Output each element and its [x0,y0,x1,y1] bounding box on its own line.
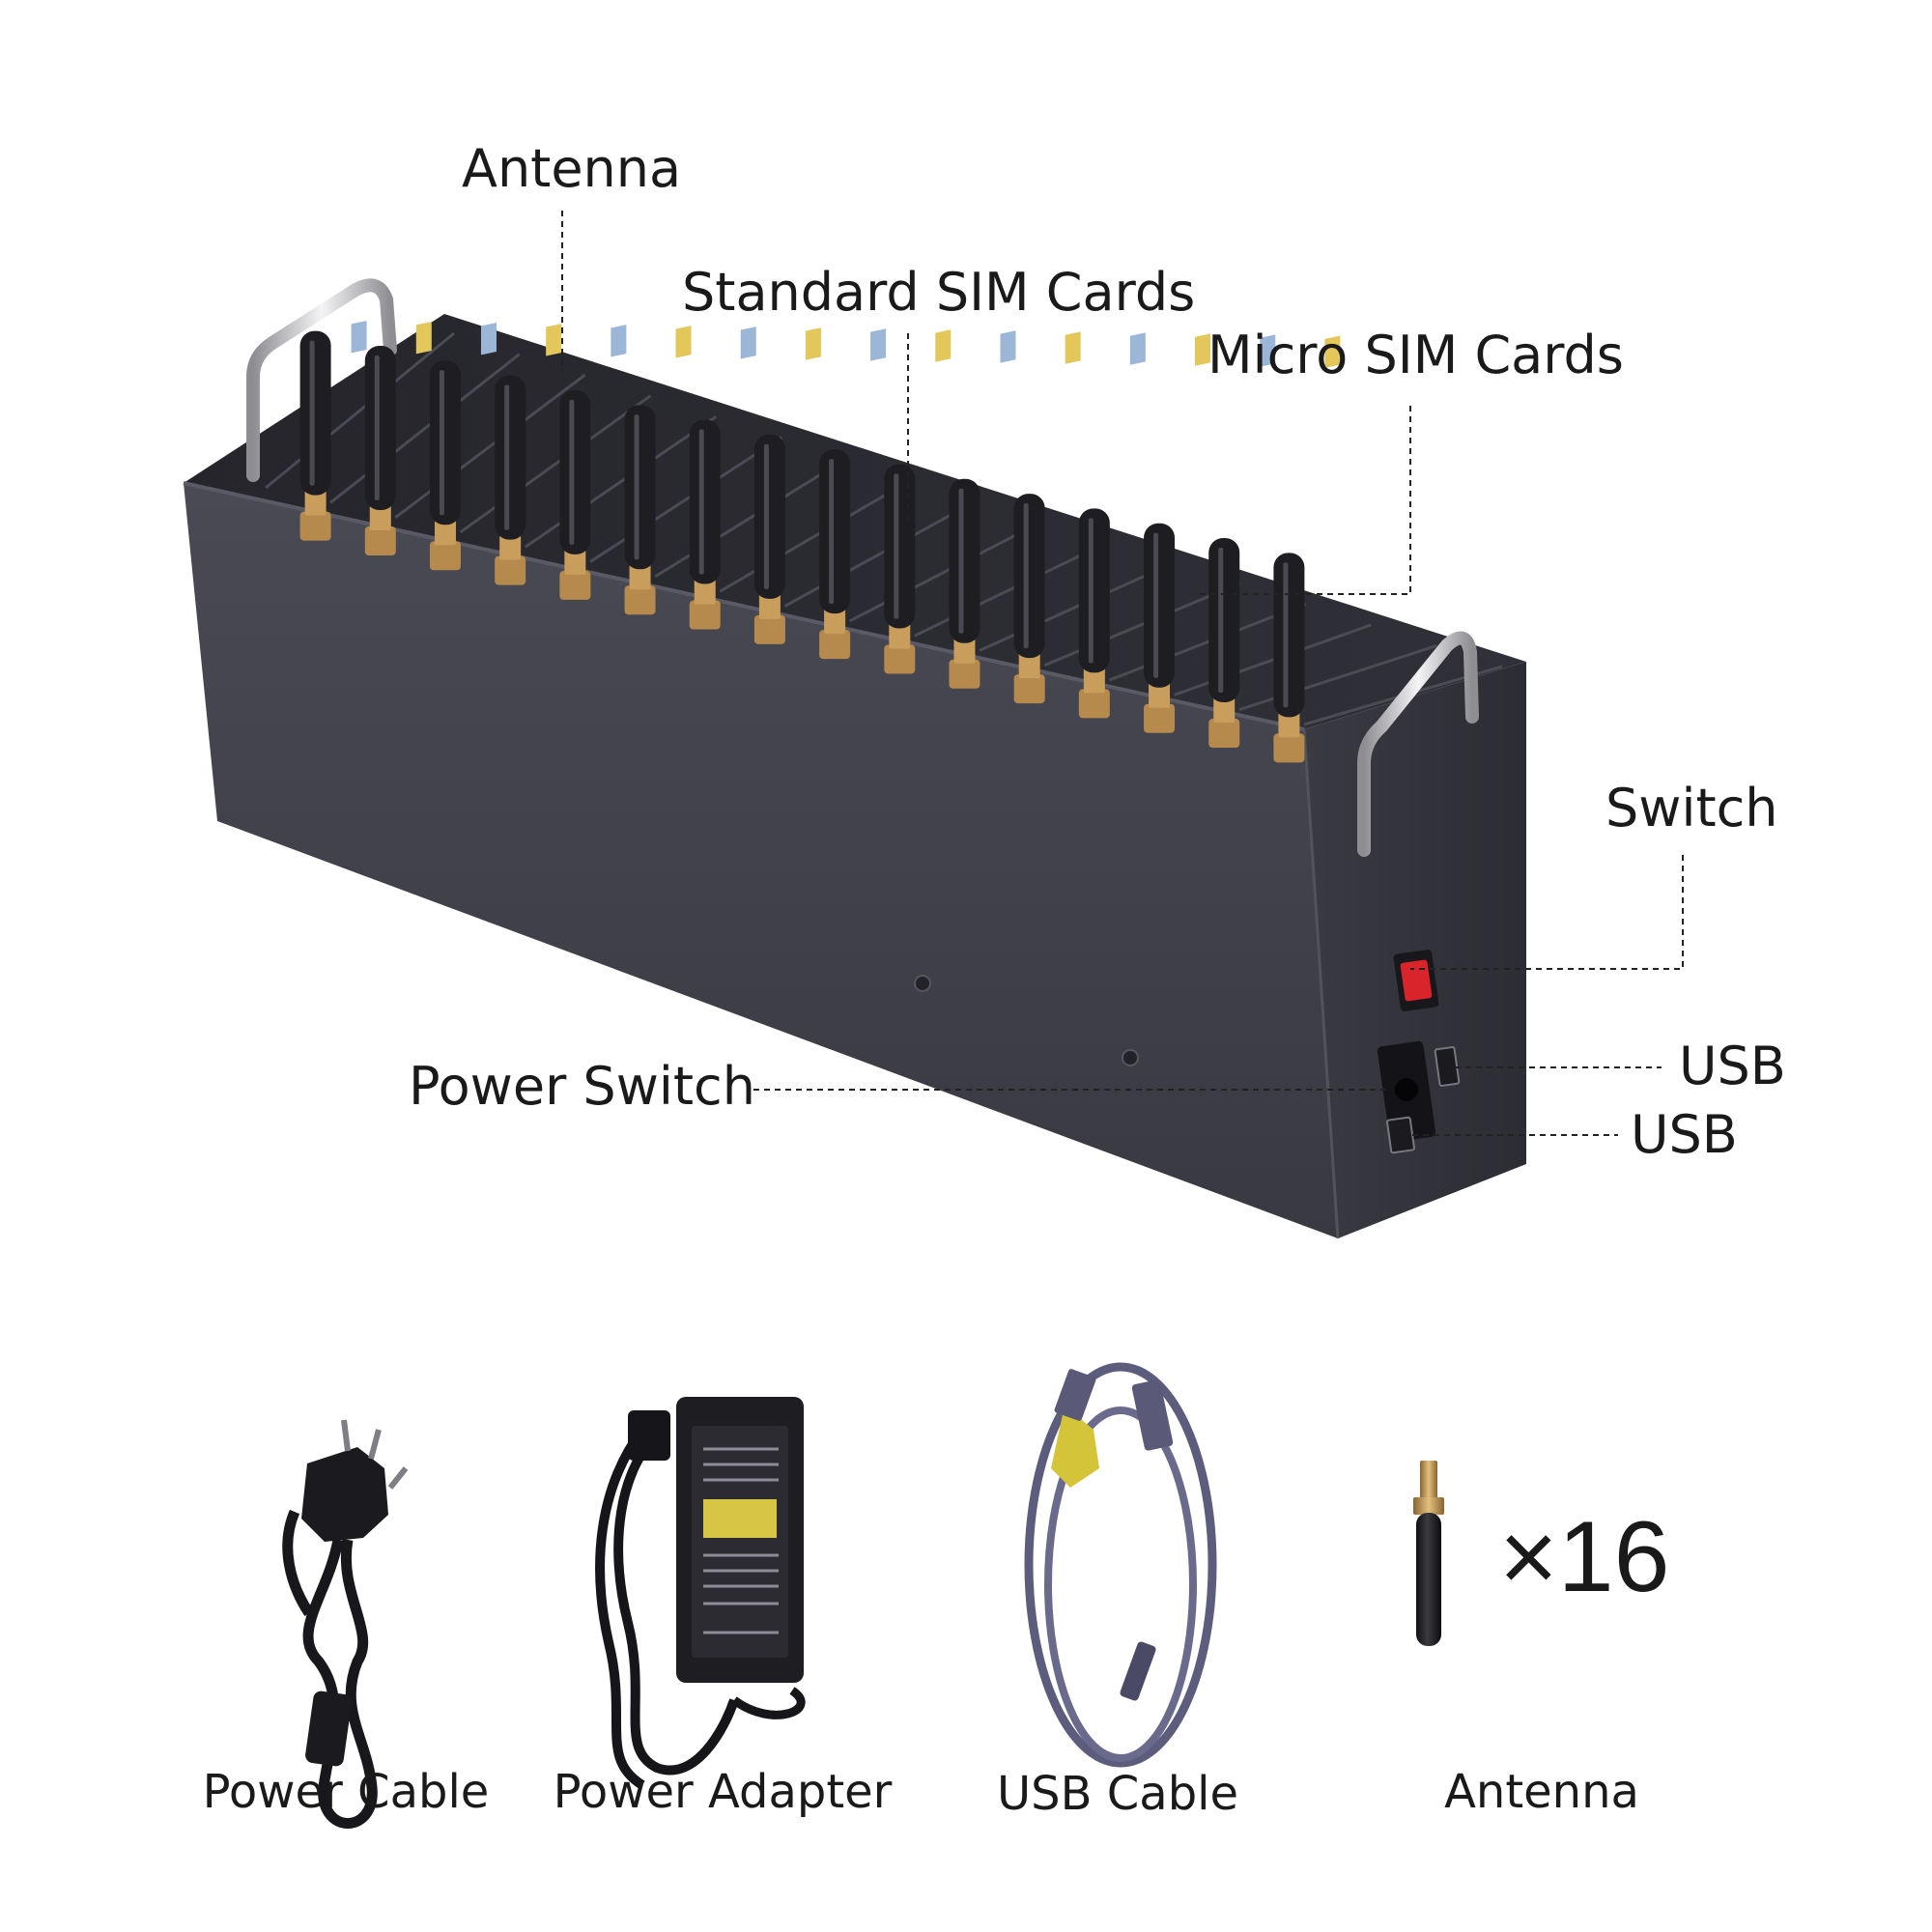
antenna-callout: Antenna [462,138,682,199]
antenna-icon [1208,538,1240,749]
antenna-icon [1078,508,1110,719]
antenna-icon [1013,494,1045,704]
power-switch-callout: Power Switch [409,1056,755,1117]
sim-card [611,325,627,357]
chassis-front [184,483,1338,1238]
slot-divider [783,498,980,608]
antenna-icon [495,375,526,585]
slot-divider [979,560,1176,652]
sim-card [740,327,756,359]
micro-sim-cards-callout: Micro SIM Cards [1208,325,1624,385]
antenna-icon [949,478,980,689]
sim-card [805,327,821,360]
slot-divider [459,394,652,534]
screw [914,975,931,992]
usb-callout-upper: USB [1679,1036,1786,1096]
sim-card [935,329,952,362]
red-rocker-switch [1400,959,1433,1002]
antenna-icon [429,360,461,571]
switch-callout: Switch [1605,778,1778,838]
sim-card [546,324,562,356]
sim-card [870,328,887,361]
antenna-icon [1144,523,1176,733]
power-adapter-label: Power Adapter [553,1765,893,1819]
antenna-icon [689,419,721,630]
sim-card [1260,334,1276,367]
sim-card [1000,330,1016,363]
right-handle-icon [1357,631,1479,857]
sim-card [415,322,432,355]
callout-leaders [561,211,1684,1136]
sim-card [1324,335,1341,368]
slot-divider [265,331,455,490]
usb-cable-label: USB Cable [996,1767,1239,1821]
antenna-icon [624,405,656,615]
antenna-accessory-photo [1413,1461,1444,1646]
sim-card [1065,331,1081,364]
slot-divider [654,457,848,579]
sim-cards [351,320,1341,368]
standard-sim-cards-callout: Standard SIM Cards [682,262,1196,323]
slot-divider [719,477,914,593]
slot-divider [1174,623,1372,696]
slot-divider [394,373,586,519]
usb-port-lower [1386,1116,1415,1154]
screw [1122,1049,1139,1066]
chassis-side [1304,662,1526,1238]
antenna-icon [299,330,331,541]
power-adapter-photo [595,1397,806,1790]
sim-card [1129,332,1146,365]
antenna-icon [364,345,396,555]
sim-card [480,323,497,355]
slot-divider [1108,602,1307,682]
sim-card [675,326,692,358]
usb-callout-lower: USB [1631,1104,1738,1165]
antenna-label: Antenna [1444,1765,1639,1819]
slot-divider [1043,582,1241,668]
antenna-icon [559,389,591,600]
slot-divider [914,540,1110,638]
slot-divider [1238,644,1437,712]
power-cable-photo [282,1419,409,1829]
antenna-icon [819,449,851,660]
module-slots [265,331,1503,726]
antenna-icon [753,434,785,644]
power-cable-label: Power Cable [202,1765,490,1819]
slot-divider [848,519,1045,623]
slot-divider [329,353,521,504]
antenna-quantity: ×16 [1499,1501,1670,1613]
sim-card [1195,333,1211,366]
sim-card [351,320,367,354]
slot-divider [589,436,782,563]
left-handle-icon [246,278,397,482]
usb-port-upper [1434,1046,1461,1087]
slot-divider [524,415,718,549]
usb-cable-photo [1024,1362,1217,1768]
